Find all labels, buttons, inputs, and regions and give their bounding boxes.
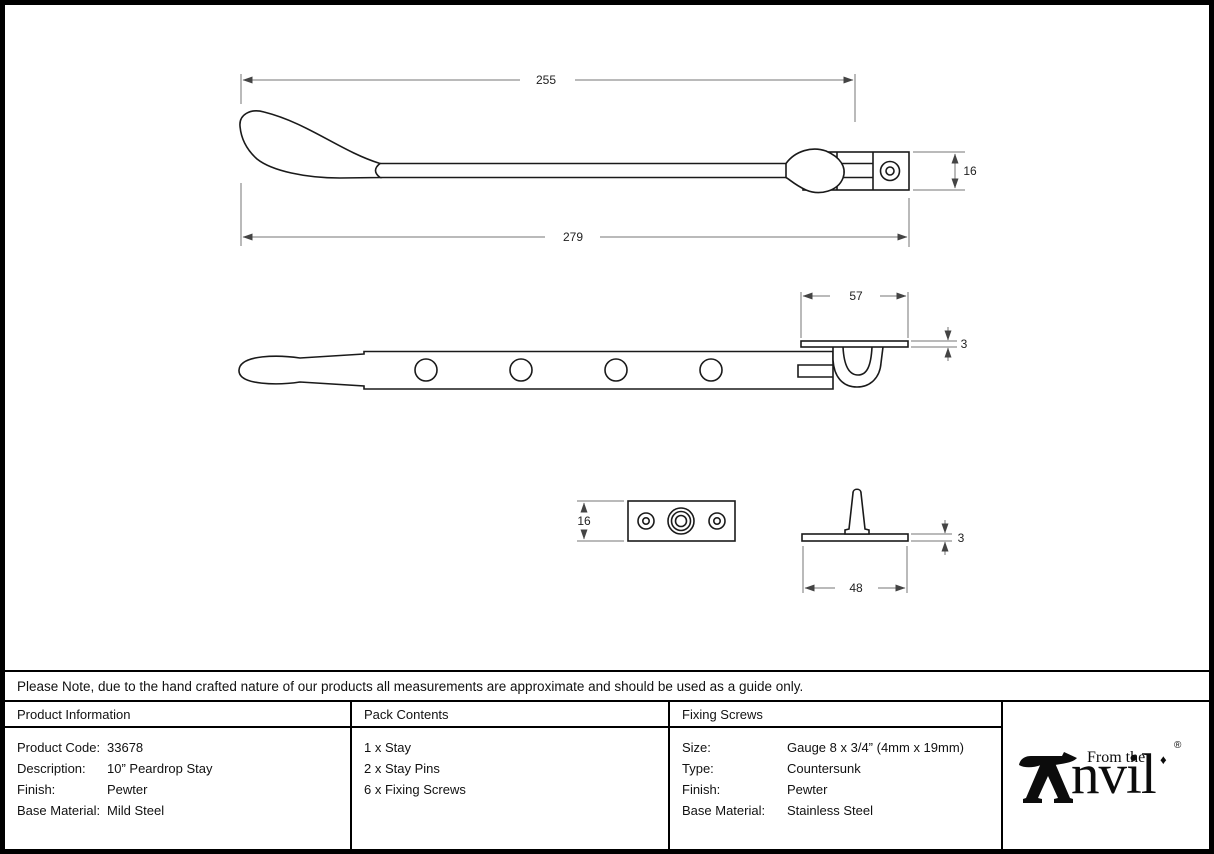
header-pack-contents: Pack Contents [352,702,670,728]
dim-plate-length: 57 [846,289,866,303]
dim-stay-arm-length: 255 [532,73,560,87]
stay-side-view [239,110,910,194]
dim-bracket-height: 16 [960,164,980,178]
dim-pin-base-thickness: 3 [954,531,968,545]
list-item: 2 x Stay Pins [364,761,440,776]
pack-contents-cell: 1 x Stay 2 x Stay Pins 6 x Fixing Screws [352,728,670,849]
from-the-anvil-logo: nvil From the ♦ ® [1017,739,1195,809]
header-fixing-screws: Fixing Screws [670,702,1003,728]
stay-pin-side-view [801,488,909,542]
table-row: Finish: Pewter [17,782,148,797]
dim-plate-thickness: 3 [957,337,971,351]
table-row: Description: 10” Peardrop Stay [17,761,213,776]
list-item: 1 x Stay [364,740,411,755]
stay-top-view [238,340,909,390]
technical-drawing-area: 255 279 16 57 3 16 3 48 [5,5,1209,670]
product-info-table: Please Note, due to the hand crafted nat… [5,670,1209,849]
table-row: Base Material: Stainless Steel [682,803,873,818]
technical-drawing-svg [238,74,965,593]
logo-name-text: nvil [1071,742,1157,806]
info-grid: Product Information Pack Contents Fixing… [5,702,1209,849]
list-item: 6 x Fixing Screws [364,782,466,797]
table-row: Base Material: Mild Steel [17,803,165,818]
header-product-information: Product Information [5,702,352,728]
anvil-icon [1019,751,1077,803]
keeper-plate-front-view [627,500,736,542]
dim-overall-length: 279 [559,230,587,244]
logo-prefix-text: From the [1087,748,1146,766]
fixing-screws-cell: Size: Gauge 8 x 3/4” (4mm x 19mm) Type: … [670,728,1003,849]
table-row: Finish: Pewter [682,782,828,797]
table-row: Product Code: 33678 [17,740,144,755]
dim-keeper-plate-height: 16 [574,514,594,528]
brand-logo-cell: nvil From the ♦ ® [1003,702,1209,849]
measurement-note: Please Note, due to the hand crafted nat… [5,670,1209,702]
product-information-cell: Product Code: 33678 Description: 10” Pea… [5,728,352,849]
dim-pin-base-length: 48 [846,581,866,595]
note-text: Please Note, due to the hand crafted nat… [17,678,804,694]
diamond-icon: ♦ [1160,751,1167,767]
table-row: Type: Countersunk [682,761,861,776]
registered-mark: ® [1174,739,1182,751]
table-row: Size: Gauge 8 x 3/4” (4mm x 19mm) [682,740,964,755]
dimension-lines [240,74,965,593]
